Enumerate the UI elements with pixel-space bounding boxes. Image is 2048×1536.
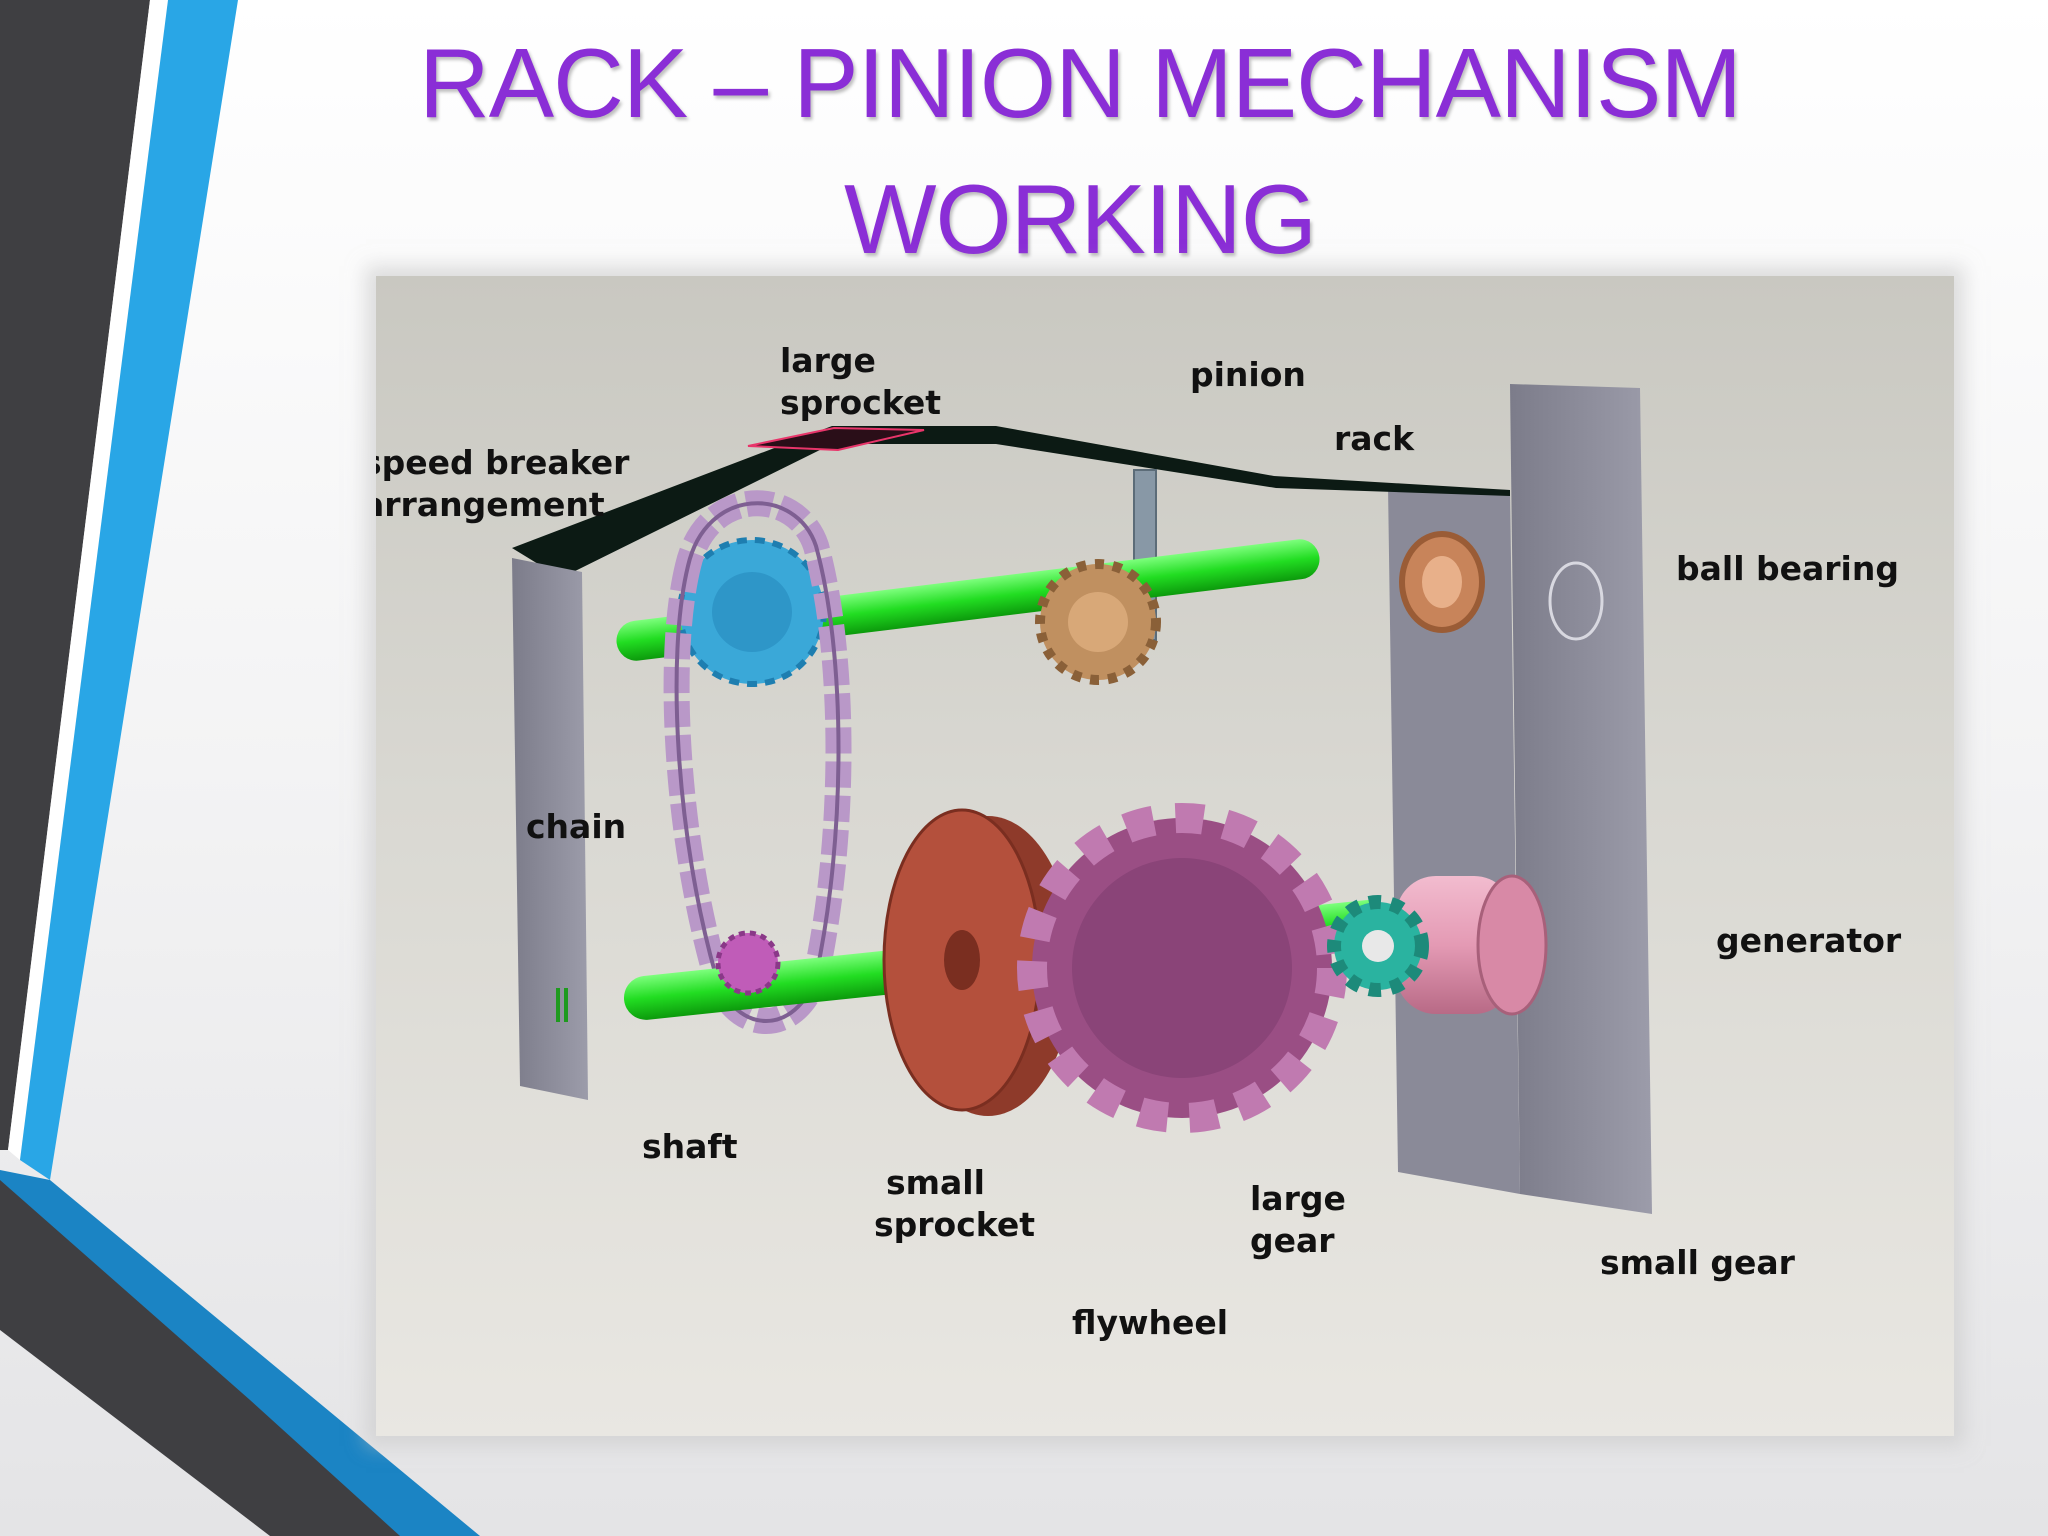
label-generator: generator bbox=[1716, 921, 1902, 960]
dark-stripe-left bbox=[0, 0, 150, 1150]
label-pinion: pinion bbox=[1190, 355, 1306, 394]
label-rack: rack bbox=[1334, 419, 1415, 458]
blue-stripe-bottom bbox=[0, 1170, 480, 1536]
label-speed-breaker: speed breaker arrangement bbox=[376, 443, 630, 524]
right-plate-front bbox=[1388, 486, 1520, 1194]
bearing-hole bbox=[1548, 561, 1604, 641]
label-ball-bearing: ball bearing bbox=[1676, 549, 1899, 588]
label-small-gear: small gear bbox=[1600, 1243, 1795, 1282]
right-plate-back bbox=[1510, 384, 1652, 1214]
white-stripe-left bbox=[8, 0, 168, 1160]
blue-stripe-left bbox=[20, 0, 238, 1180]
label-small-sprocket: small sprocket bbox=[874, 1163, 1035, 1244]
label-chain: chain bbox=[526, 807, 627, 846]
left-plate bbox=[512, 558, 588, 1100]
label-large-gear: large gear bbox=[1250, 1179, 1346, 1260]
left-plate-bolt bbox=[556, 988, 568, 1022]
rack-cover bbox=[512, 426, 1510, 578]
label-large-sprocket: large sprocket bbox=[780, 341, 941, 422]
small-sprocket bbox=[715, 930, 781, 996]
slide-title-line-2: WORKING bbox=[843, 164, 1317, 274]
slide-title-line-1: RACK – PINION MECHANISM bbox=[419, 28, 1742, 138]
rack-top-plate bbox=[747, 426, 925, 452]
mechanism-illustration bbox=[512, 384, 1652, 1214]
label-shaft: shaft bbox=[642, 1127, 738, 1166]
mechanism-diagram: large sprocket pinion rack speed breaker… bbox=[376, 276, 1954, 1436]
label-flywheel: flywheel bbox=[1072, 1303, 1229, 1342]
dark-stripe-bottom bbox=[0, 1180, 400, 1536]
